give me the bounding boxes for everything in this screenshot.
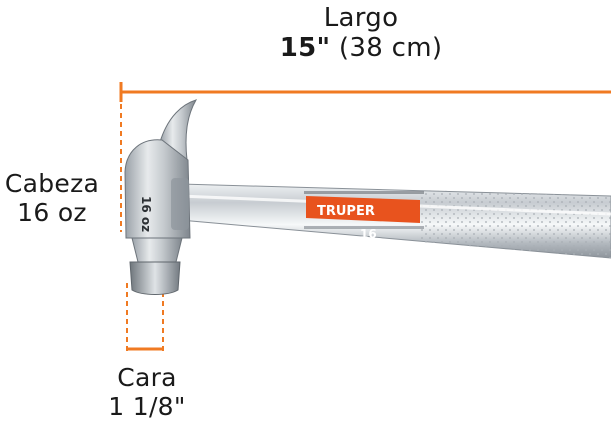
handle-size-mark: 16: [360, 227, 377, 241]
striking-face: [129, 261, 181, 295]
head-weight-stamp: 16 oz: [139, 196, 153, 232]
length-value-row: 15" (38 cm): [266, 32, 456, 64]
face-size-label: Cara 1 1/8": [92, 363, 202, 422]
length-value: 15": [279, 32, 331, 63]
head-value: 16 oz: [17, 197, 87, 227]
length-title: Largo: [323, 3, 399, 33]
length-metric: (38 cm): [338, 32, 443, 63]
head-title: Cabeza: [4, 169, 100, 198]
face-value: 1 1/8": [108, 391, 186, 421]
head-weight-label: Cabeza 16 oz: [0, 169, 104, 228]
hammer-head: 16 oz: [124, 99, 198, 295]
face-title: Cara: [117, 363, 177, 392]
face-dimension-line: [126, 283, 164, 354]
brand-band: TRUPER 16: [306, 196, 420, 241]
length-dimension-line: [119, 82, 611, 232]
length-label: Largo 15" (38 cm): [266, 3, 456, 64]
brand-logo: TRUPER: [317, 204, 375, 219]
